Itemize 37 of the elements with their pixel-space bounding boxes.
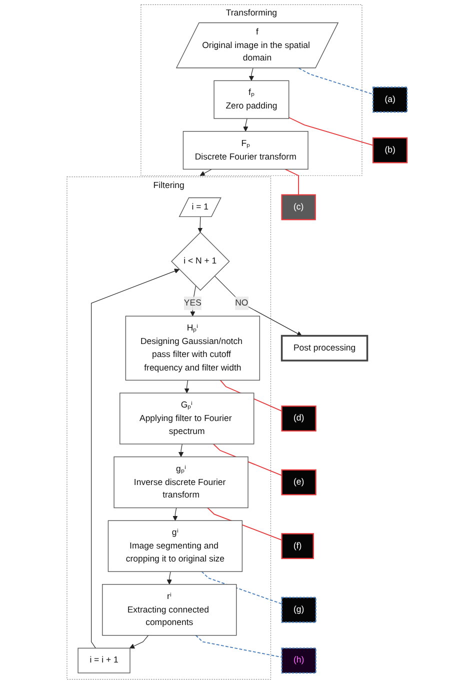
node-box: fₚ Zero padding <box>214 80 290 119</box>
node-box: (d) <box>281 406 316 432</box>
arrow <box>172 508 178 521</box>
connector <box>288 117 374 146</box>
arrow <box>130 635 149 648</box>
node-box: i = i + 1 <box>78 648 130 674</box>
arrow <box>184 380 190 394</box>
edge-label: YES <box>184 298 202 308</box>
connector <box>298 68 374 95</box>
node-box: (a) <box>372 86 408 113</box>
node-box: (f) <box>281 533 314 560</box>
arrow <box>214 276 302 336</box>
arrow <box>243 118 248 132</box>
node-box: Fₚ Discrete Fourier transform <box>182 131 308 170</box>
arrow <box>91 268 180 648</box>
arrow <box>198 216 203 233</box>
connector <box>284 168 300 196</box>
node-box: (b) <box>372 137 408 164</box>
node-box: (e) <box>281 469 316 496</box>
node-diamond: i < N + 1 <box>171 232 230 291</box>
arrow <box>166 571 172 585</box>
node-box: gₚⁱ Inverse discrete Fourier transform <box>114 456 248 508</box>
node-box: rⁱ Extracting connected components <box>102 584 237 636</box>
connector <box>195 634 282 658</box>
connector <box>201 571 282 604</box>
arrow <box>190 286 196 316</box>
arrow <box>178 444 184 458</box>
node-box: Post processing <box>280 334 368 362</box>
node-box: Gₚⁱ Applying filter to Fourier spectrum <box>120 392 254 444</box>
arrow <box>248 68 254 81</box>
node-box: (g) <box>281 596 316 623</box>
node-box: Hₚⁱ Designing Gaussian/notch pass filter with cutoff frequency and filter width <box>125 316 260 381</box>
edge-label: NO <box>235 298 248 308</box>
node-box: gⁱ Image segmenting and cropping it to original size <box>108 520 243 572</box>
arrow <box>200 168 212 176</box>
node-box: (c) <box>281 194 316 220</box>
node-box: (h) <box>281 648 316 674</box>
